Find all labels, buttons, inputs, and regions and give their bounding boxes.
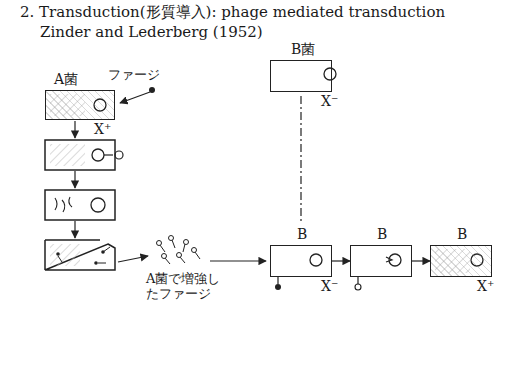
citation-label: Zinder and Lederberg (1952) — [40, 24, 263, 41]
genotype-label: X⁺ — [94, 122, 111, 137]
cell-name: B — [377, 227, 387, 242]
cell-box: A菌X⁺ — [45, 90, 115, 120]
transfer-arrow — [412, 260, 430, 261]
cell-name: B — [457, 227, 467, 242]
genotype-label: X⁺ — [477, 279, 494, 294]
note-label: ファージ — [108, 68, 160, 83]
cell-box: BX⁻ — [270, 245, 332, 277]
transfer-arrow — [332, 260, 350, 261]
cell-box: B菌X⁻ — [270, 60, 332, 92]
diagram-title: 2. Transduction(形質導入): phage mediated tr… — [20, 4, 445, 21]
note-label: A菌で増強したファージ — [146, 272, 222, 302]
cell-name: B菌 — [291, 42, 315, 57]
cell-name: A菌 — [54, 72, 78, 87]
transfer-arrow — [300, 96, 301, 223]
cell-name: B — [297, 227, 307, 242]
cell-box: BX⁺ — [430, 245, 492, 277]
cell-box: B — [350, 245, 412, 277]
genotype-label: X⁻ — [321, 279, 338, 294]
genotype-label: X⁻ — [321, 94, 338, 109]
